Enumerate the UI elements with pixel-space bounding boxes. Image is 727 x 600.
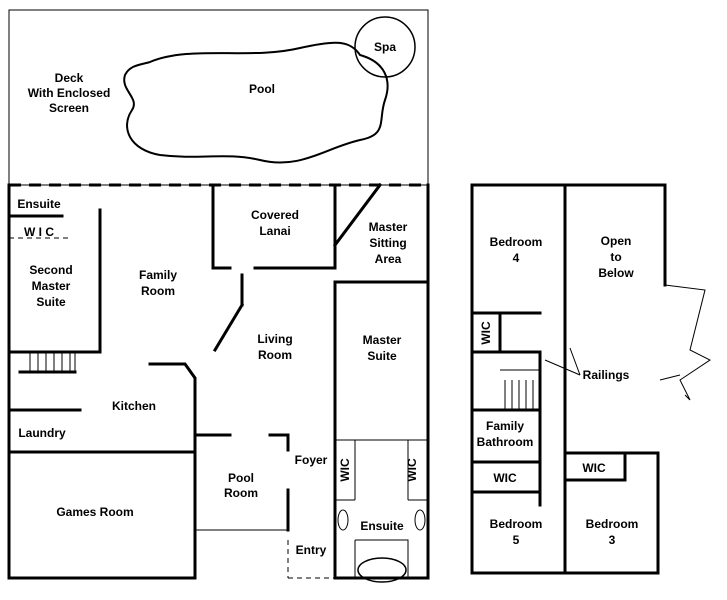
family-room-label-2: Room: [141, 284, 175, 298]
master-suite-label-1: Master: [363, 333, 402, 347]
living-room-label-2: Room: [258, 348, 292, 362]
wic-bed3-label: WIC: [582, 461, 606, 475]
bedroom4-label-2: 4: [513, 251, 520, 265]
foyer-label: Foyer: [295, 453, 328, 467]
deck-label-3: Screen: [49, 101, 89, 115]
covered-lanai-label-2: Lanai: [259, 224, 290, 238]
ground-floor-walls: [7, 182, 430, 580]
sink-left-shape: [337, 509, 349, 531]
master-suite-label-2: Suite: [367, 349, 397, 363]
bedroom3-label-2: 3: [609, 533, 616, 547]
upper-floor-walls: [470, 183, 711, 575]
open-below-label-2: to: [610, 250, 621, 264]
master-sitting-label-1: Master: [369, 220, 408, 234]
ensuite-top-label: Ensuite: [17, 197, 61, 211]
bedroom5-label-2: 5: [513, 533, 520, 547]
living-room-label-1: Living: [257, 332, 292, 346]
games-room-label: Games Room: [56, 505, 133, 519]
wic-second-label: W I C: [24, 225, 54, 239]
bedroom3-label-1: Bedroom: [586, 517, 639, 531]
pool-shape: [123, 41, 389, 164]
second-master-label-1: Second: [29, 263, 72, 277]
deck-label-2: With Enclosed: [28, 86, 111, 100]
spa-circle: [354, 16, 416, 78]
bedroom5-label-1: Bedroom: [490, 517, 543, 531]
entry-label: Entry: [296, 543, 327, 557]
bathtub-shape: [357, 557, 407, 583]
family-room-label-1: Family: [139, 268, 177, 282]
wic-upper-vertical-label: WIC: [479, 321, 493, 345]
master-sitting-label-3: Area: [375, 252, 402, 266]
pool-label: Pool: [249, 82, 275, 96]
family-bathroom-label-2: Bathroom: [477, 435, 534, 449]
spa-label: Spa: [374, 40, 396, 54]
master-sitting-label-2: Sitting: [369, 236, 406, 250]
pool-room-label-2: Room: [224, 486, 258, 500]
wic-master-left-label: WIC: [338, 458, 352, 482]
pool-room-label-1: Pool: [228, 471, 254, 485]
railings-label: Railings: [583, 368, 630, 382]
kitchen-label: Kitchen: [112, 399, 156, 413]
open-below-label-1: Open: [601, 234, 632, 248]
deck-label-1: Deck: [55, 71, 84, 85]
wic-upper-small-label: WIC: [493, 471, 517, 485]
second-master-label-3: Suite: [36, 295, 66, 309]
covered-lanai-label-1: Covered: [251, 208, 299, 222]
sink-right-shape: [414, 509, 426, 531]
laundry-label: Laundry: [18, 426, 66, 440]
wic-master-right-label: WIC: [405, 458, 419, 482]
second-master-label-2: Master: [32, 279, 71, 293]
open-below-label-3: Below: [598, 266, 634, 280]
bedroom4-label-1: Bedroom: [490, 235, 543, 249]
ensuite-master-label: Ensuite: [360, 519, 404, 533]
family-bathroom-label-1: Family: [486, 419, 524, 433]
